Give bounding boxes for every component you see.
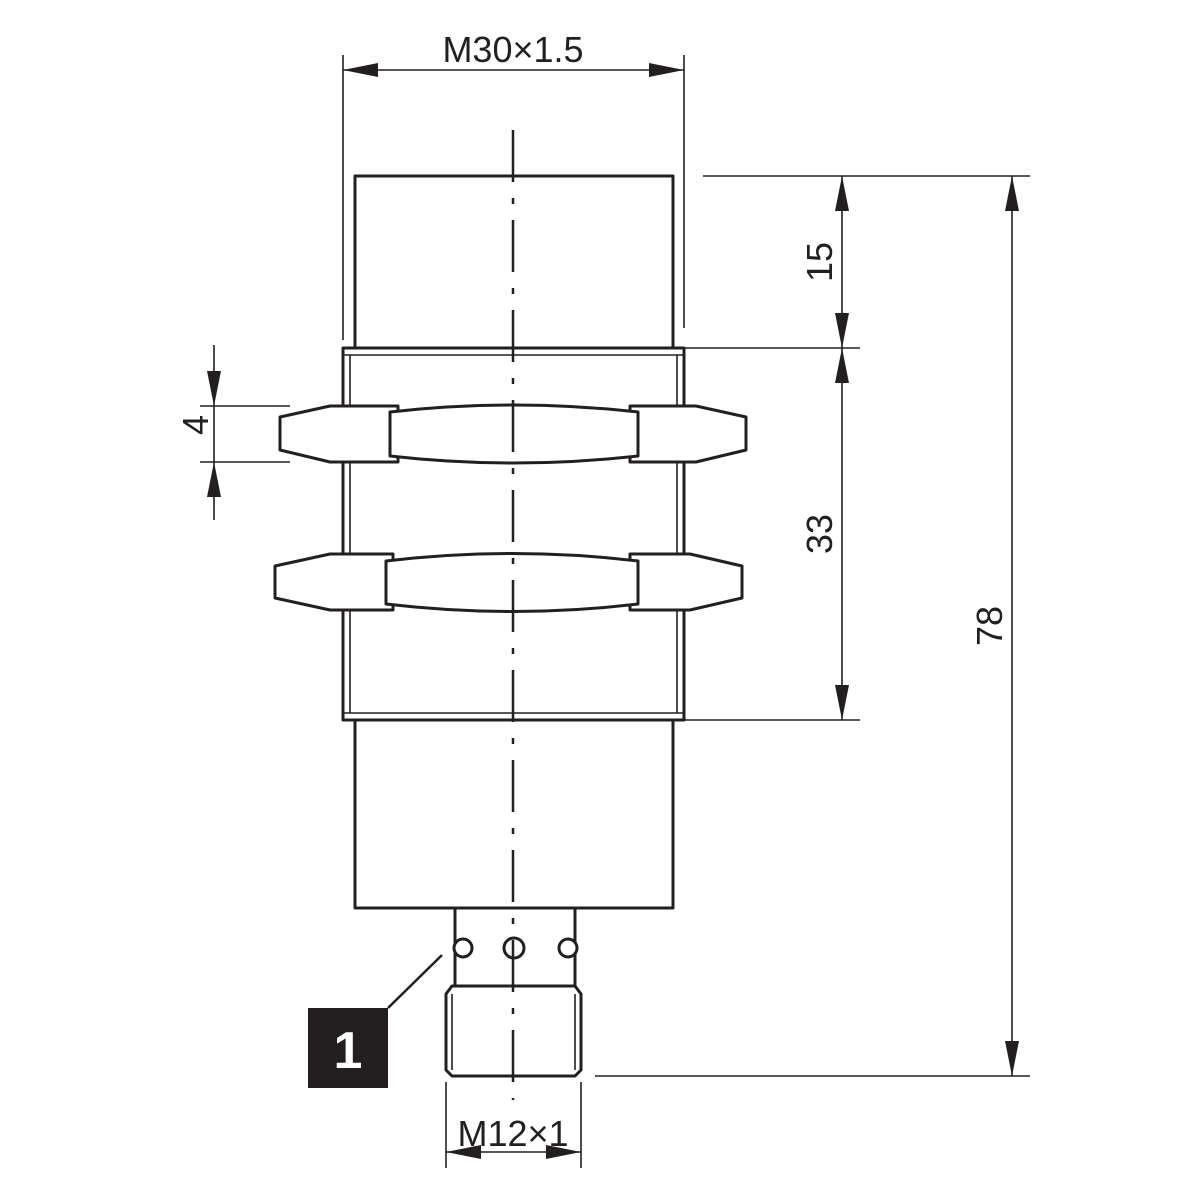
dimension-total-length: 78: [969, 176, 1019, 1076]
callout-1: 1: [308, 954, 443, 1088]
callout-number: 1: [334, 1022, 363, 1080]
dimension-thread-main: M30×1.5: [342, 29, 685, 340]
dimension-thread-length: 33: [799, 348, 849, 720]
lower-nut: [273, 552, 744, 613]
dimension-thread-main-label: M30×1.5: [442, 29, 583, 70]
dimension-total-length-label: 78: [969, 606, 1010, 646]
dimension-length-front: 15: [799, 176, 849, 348]
dimension-length-front-label: 15: [799, 242, 840, 282]
dimension-nut-thickness-label: 4: [175, 415, 216, 435]
dimension-connector-thread: M12×1: [445, 1082, 582, 1168]
dimension-connector-thread-label: M12×1: [457, 1113, 568, 1154]
dimension-nut-thickness: 4: [175, 345, 290, 520]
connector-pin-right: [557, 937, 579, 959]
connector-pin-left: [452, 937, 474, 959]
dimension-thread-length-label: 33: [799, 514, 840, 554]
